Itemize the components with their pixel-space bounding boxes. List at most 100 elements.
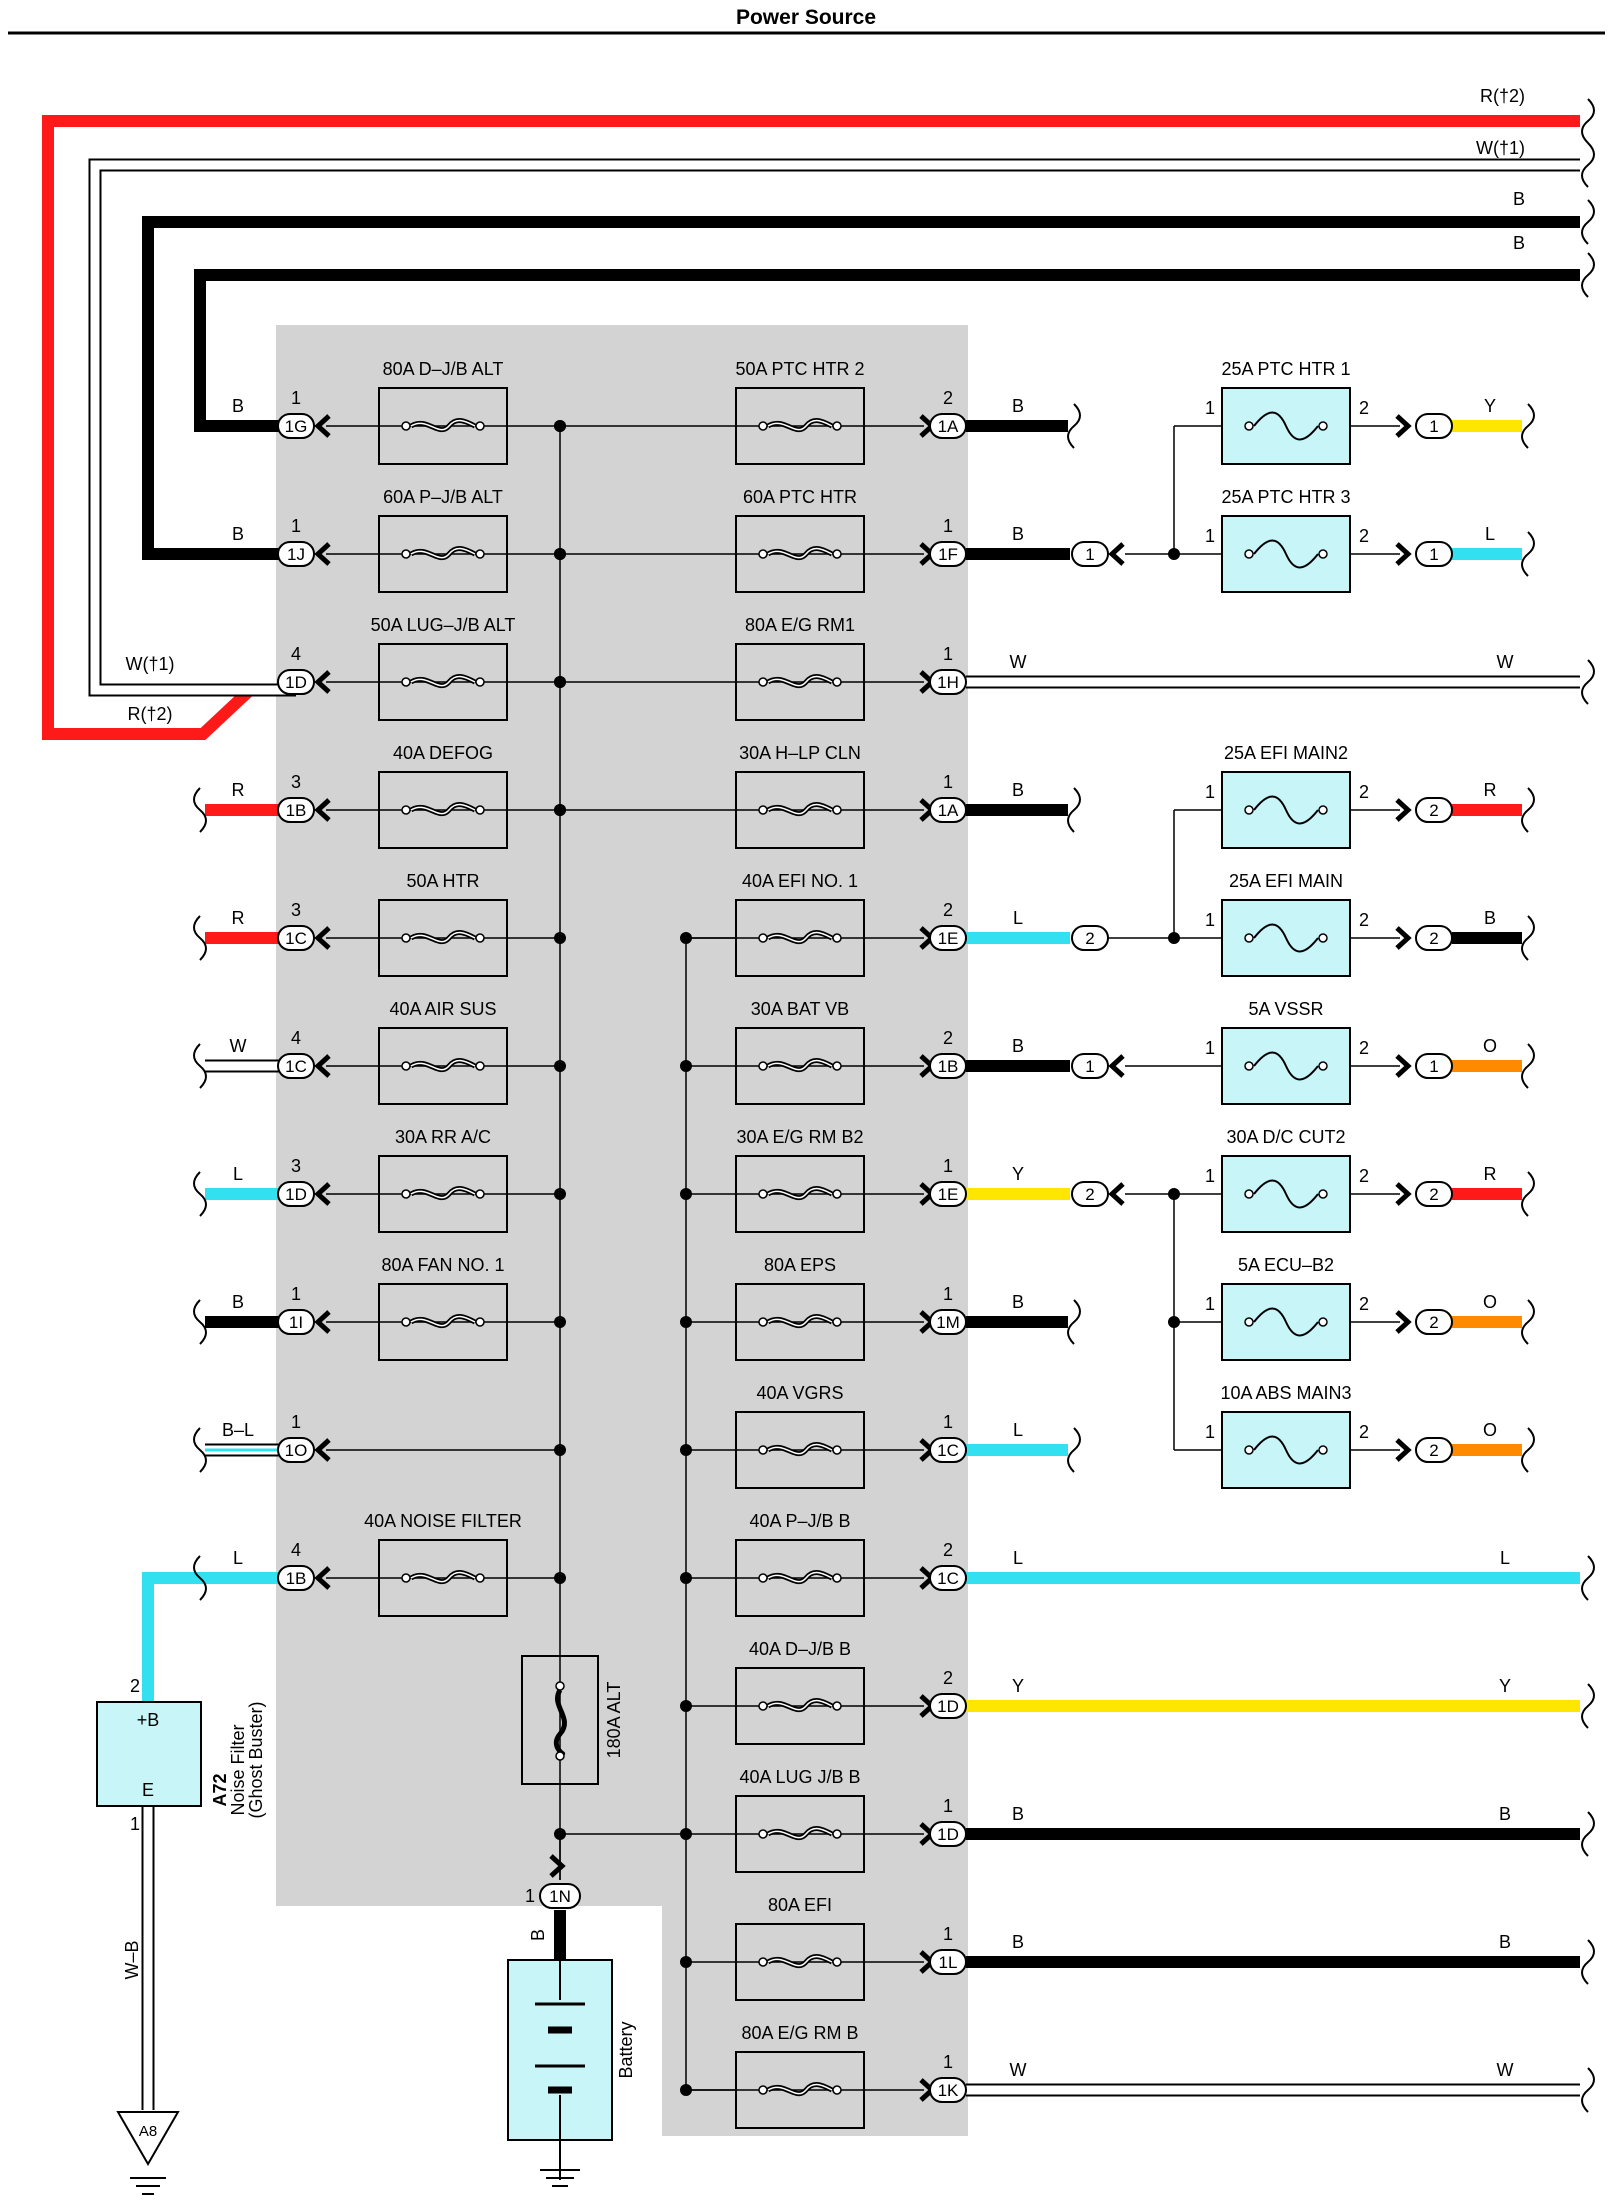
row-8-short-break — [1067, 1427, 1081, 1473]
row-9-right-pin: 2 — [943, 1540, 953, 1560]
row-9-right-fuse-box — [735, 1539, 865, 1617]
relay-6-break — [1521, 1299, 1535, 1345]
relay-1-connector-label: 1 — [1429, 545, 1438, 564]
row-4-right-fuse-element-core — [767, 931, 833, 943]
relay-1-fuse-term-l — [1244, 549, 1254, 559]
row-12-right-fuse-element-core — [767, 1955, 833, 1967]
row-10-right-end-label: Y — [1499, 1676, 1511, 1696]
relay-3-connector-body — [1415, 925, 1453, 951]
row-6-left-connector: 1D — [277, 1181, 315, 1207]
row-13-right-connector-body — [929, 2077, 967, 2103]
row-11-right-break — [1581, 1811, 1595, 1857]
row-1-left-connector: 1J — [277, 541, 315, 567]
row-8-right-wire-label: L — [1013, 1420, 1023, 1440]
relay-6-label: 5A ECU–B2 — [1238, 1255, 1334, 1275]
row-8-left-junction — [554, 1444, 566, 1456]
row-3-right-connector-body — [929, 797, 967, 823]
row-9-right-connector-body — [929, 1565, 967, 1591]
relay-2-fuse-term-r — [1318, 805, 1328, 815]
row-2-right-fuse-label: 80A E/G RM1 — [745, 615, 855, 635]
row-6-right-pin: 1 — [943, 1156, 953, 1176]
row-13-right-fuse-element-core — [767, 2083, 833, 2095]
row-4-right-connector: 1E — [929, 925, 967, 951]
row-5-bus2-junction — [680, 1060, 692, 1072]
row-10-right-connector-body — [929, 1693, 967, 1719]
row-5-left-fuse-term-r — [475, 1061, 485, 1071]
top-bus-label-2: B — [1513, 189, 1525, 209]
alt-fuse-label: 180A ALT — [604, 1682, 624, 1759]
row-8-left-connector: 1O — [277, 1437, 315, 1463]
row-7-right-fuse-term-l — [758, 1317, 768, 1327]
left-feed-r2-label: R(†2) — [127, 704, 172, 724]
row-9-left-fuse-term-r — [475, 1573, 485, 1583]
noise-filter-code: A72 — [210, 1773, 230, 1806]
relay-7-connector: 2 — [1415, 1437, 1453, 1463]
relay-7-pin-out: 2 — [1359, 1422, 1369, 1442]
row-11-bus2-junction — [680, 1828, 692, 1840]
relay-6-pin-in: 1 — [1205, 1294, 1215, 1314]
row-1-right-pin: 1 — [943, 516, 953, 536]
row-0-right-fuse-label: 50A PTC HTR 2 — [735, 359, 864, 379]
left-feed-w1-label: W(†1) — [126, 654, 175, 674]
row-0-left-fuse-label: 80A D–J/B ALT — [383, 359, 504, 379]
row-1-left-fuse-term-r — [475, 549, 485, 559]
row-1-right-connector: 1F — [929, 541, 967, 567]
row-0-left-pin: 1 — [291, 388, 301, 408]
mid-connector-vssr-label: 1 — [1085, 1057, 1094, 1076]
row-7-right-fuse — [735, 1283, 865, 1361]
row-2-right-connector: 1H — [929, 669, 967, 695]
relay-6-connector: 2 — [1415, 1309, 1453, 1335]
row-2-left-chevron — [314, 670, 331, 694]
row-6-right-fuse-term-l — [758, 1189, 768, 1199]
mid-connector-vssr: 1 — [1071, 1053, 1109, 1079]
row-1-left-fuse-box — [378, 515, 508, 593]
row-12-right-connector-body — [929, 1949, 967, 1975]
mid-connector-dc-label: 2 — [1085, 1185, 1094, 1204]
row-1-right-fuse-element-core — [767, 547, 833, 559]
row-4-bus2-junction — [680, 932, 692, 944]
relay-4-label: 5A VSSR — [1248, 999, 1323, 1019]
row-4-left-fuse — [378, 899, 508, 977]
row-1-right-wire-label: B — [1012, 524, 1024, 544]
relay-2-connector-body — [1415, 797, 1453, 823]
row-2-right-pin: 1 — [943, 644, 953, 664]
row-4-left-connector: 1C — [277, 925, 315, 951]
relay-1-chevron — [1395, 542, 1412, 566]
row-9-right-connector-label: 1C — [937, 1569, 959, 1588]
row-4-right-fuse — [735, 899, 865, 977]
row-5-right-connector-label: 1B — [938, 1057, 959, 1076]
relay-7-fuse — [1221, 1411, 1351, 1489]
row-10-bus2-junction — [680, 1700, 692, 1712]
row-1-right-fuse-term-l — [758, 549, 768, 559]
relay-7-pin-in: 1 — [1205, 1422, 1215, 1442]
row-5-left-fuse-term-l — [401, 1061, 411, 1071]
row-8-left-chevron — [314, 1438, 331, 1462]
relay-3-fuse-element — [1253, 923, 1319, 953]
relay-7-connector-body — [1415, 1437, 1453, 1463]
relay-2-pin-out: 2 — [1359, 782, 1369, 802]
row-11-right-fuse-term-l — [758, 1829, 768, 1839]
row-5-left-wire-label: W — [230, 1036, 247, 1056]
relay-6-connector-label: 2 — [1429, 1313, 1438, 1332]
row-12-right-fuse-term-r — [832, 1957, 842, 1967]
row-12-bus2-junction — [680, 1956, 692, 1968]
row-4-left-connector-body — [277, 925, 315, 951]
row-4-left-wire-label: R — [232, 908, 245, 928]
row-7-right-wire-label: B — [1012, 1292, 1024, 1312]
row-7-left-wire-label: B — [232, 1292, 244, 1312]
row-8-right-connector: 1C — [929, 1437, 967, 1463]
row-9-left-fuse-box — [378, 1539, 508, 1617]
row-9-bus2-junction — [680, 1572, 692, 1584]
row-8-right-fuse-box — [735, 1411, 865, 1489]
row-11-right-fuse — [735, 1795, 865, 1873]
relay-6-wire-label: O — [1483, 1292, 1497, 1312]
relay-3-label: 25A EFI MAIN — [1229, 871, 1343, 891]
row-8-left-connector-body — [277, 1437, 315, 1463]
relay-4-connector-label: 1 — [1429, 1057, 1438, 1076]
relay-6-chevron — [1395, 1310, 1412, 1334]
row-10-right-fuse-term-l — [758, 1701, 768, 1711]
relay-2-pin-in: 1 — [1205, 782, 1215, 802]
row-9-right-fuse — [735, 1539, 865, 1617]
row-3-right-fuse-term-r — [832, 805, 842, 815]
